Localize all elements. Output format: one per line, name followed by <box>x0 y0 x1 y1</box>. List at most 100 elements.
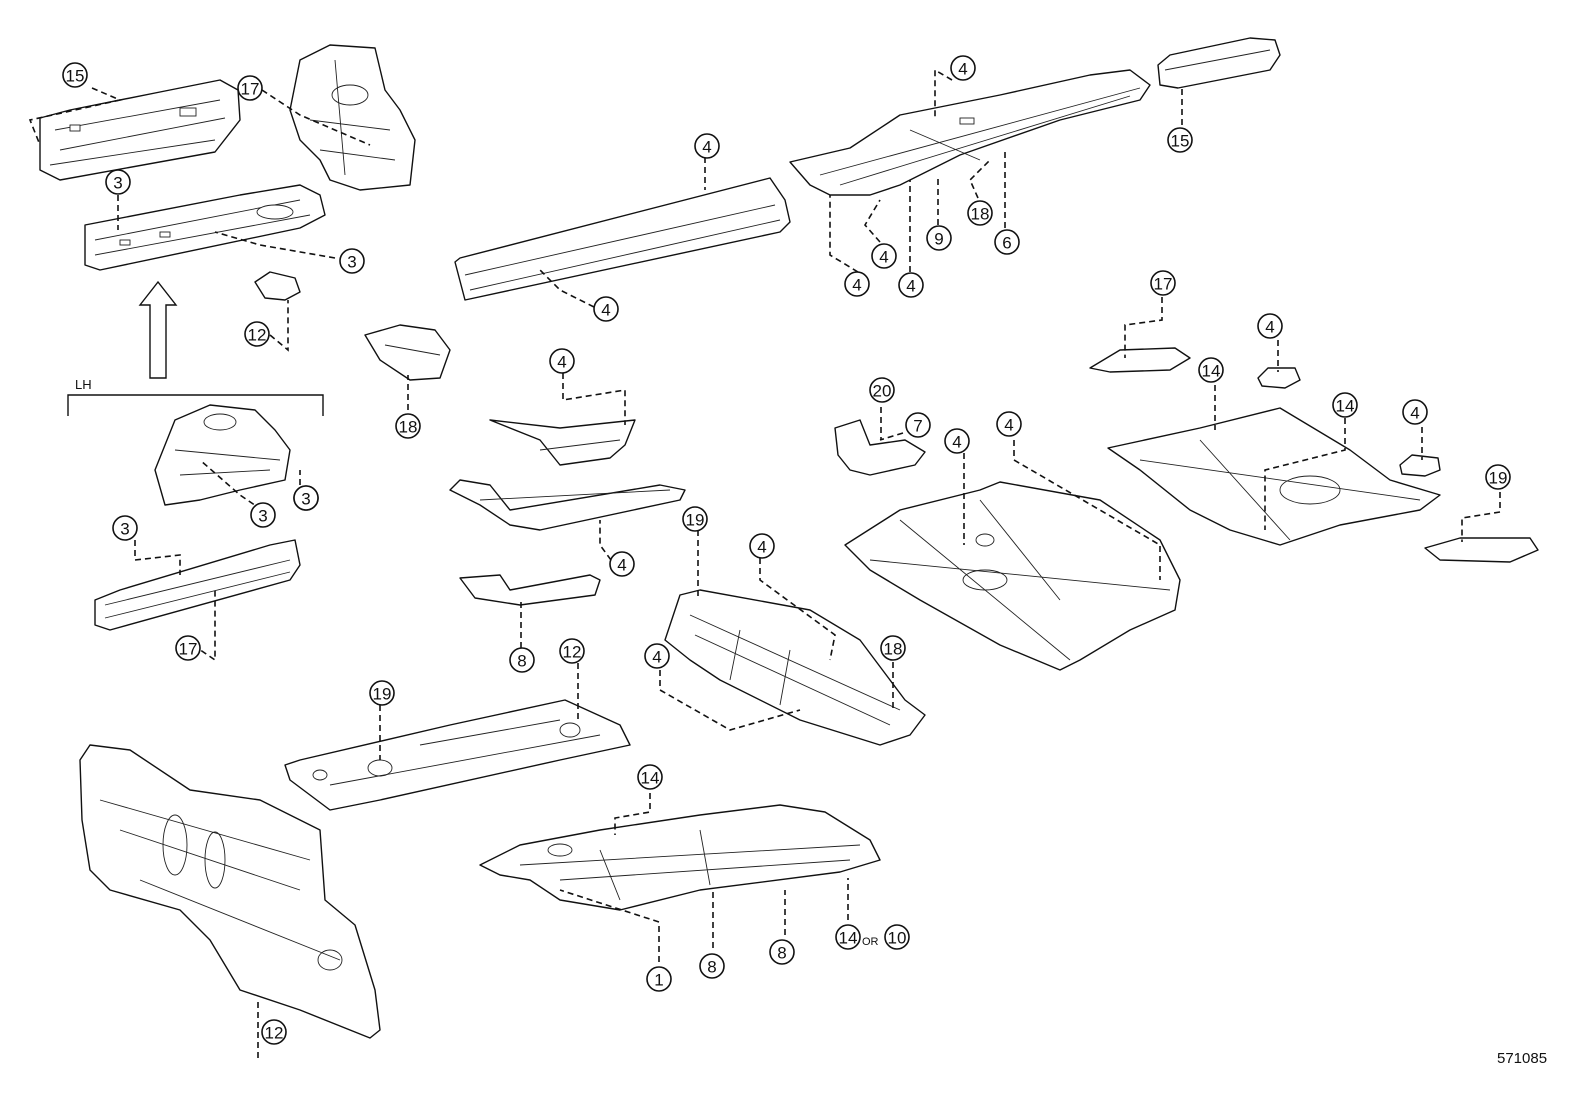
callout-4: 4 <box>609 551 635 577</box>
callout-14: 14 <box>1332 392 1358 418</box>
callout-number: 1 <box>654 971 663 990</box>
callout-3: 3 <box>112 515 138 541</box>
callout-number: 4 <box>906 277 915 296</box>
callout-9: 9 <box>926 225 952 251</box>
callout-number: 3 <box>120 520 129 539</box>
callout-circle <box>509 647 535 673</box>
callout-number: 17 <box>1154 275 1173 294</box>
callout-circle <box>769 939 795 965</box>
callout-circle <box>869 377 895 403</box>
callout-number: 4 <box>757 538 766 557</box>
callout-4: 4 <box>844 271 870 297</box>
part-front-floor-pan <box>284 699 631 811</box>
callout-number: 18 <box>399 418 418 437</box>
callout-circle <box>549 348 575 374</box>
part-small-bracket-12 <box>254 271 301 301</box>
callout-circle <box>105 169 131 195</box>
callout-14: 14 <box>637 764 663 790</box>
lh-group-bracket: LH <box>67 377 324 416</box>
callout-4: 4 <box>996 411 1022 437</box>
callout-number: 4 <box>1004 416 1013 435</box>
callout-number: 3 <box>347 253 356 272</box>
part-rear-floor-panel <box>1107 407 1441 546</box>
callout-circle <box>905 412 931 438</box>
part-rear-member-extension <box>1157 37 1281 89</box>
callout-circle <box>694 133 720 159</box>
callout-8: 8 <box>699 953 725 979</box>
callout-layer: 1517331233173344184481219194418444491861… <box>62 55 1511 1045</box>
callout-circle <box>749 533 775 559</box>
callout-number: 10 <box>888 929 907 948</box>
callout-4: 4 <box>644 643 670 669</box>
callout-circle <box>644 643 670 669</box>
callout-circle <box>62 62 88 88</box>
part-dash-panel <box>79 744 381 1039</box>
part-plate-14-b <box>1257 367 1301 389</box>
part-wheel-apron-upper <box>289 44 416 191</box>
callout-4: 4 <box>593 296 619 322</box>
callout-18: 18 <box>967 200 993 226</box>
callout-8: 8 <box>769 939 795 965</box>
callout-circle <box>835 924 861 950</box>
callout-number: 4 <box>601 301 610 320</box>
callout-circle <box>1257 313 1283 339</box>
callout-circle <box>967 200 993 226</box>
callout-number: 4 <box>1265 318 1274 337</box>
callout-number: 14 <box>1202 362 1221 381</box>
part-plate-14-d <box>1424 537 1539 563</box>
callout-circle <box>994 229 1020 255</box>
callout-number: 15 <box>1171 132 1190 151</box>
callout-circle <box>609 551 635 577</box>
callout-circle <box>261 1019 287 1045</box>
callout-number: 8 <box>517 652 526 671</box>
callout-number: 8 <box>707 958 716 977</box>
callout-number: 20 <box>873 382 892 401</box>
callout-circle <box>682 506 708 532</box>
callout-4: 4 <box>898 272 924 298</box>
callout-number: 14 <box>641 769 660 788</box>
callout-1: 1 <box>646 966 672 992</box>
callout-4: 4 <box>871 243 897 269</box>
callout-circle <box>880 635 906 661</box>
callout-19: 19 <box>1485 464 1511 490</box>
callout-circle <box>369 680 395 706</box>
callout-10: 10 <box>884 924 910 950</box>
callout-number: 15 <box>66 67 85 86</box>
callout-17: 17 <box>175 635 201 661</box>
callout-6: 6 <box>994 229 1020 255</box>
callout-12: 12 <box>261 1019 287 1045</box>
callout-circle <box>637 764 663 790</box>
callout-number: 12 <box>248 326 267 345</box>
or-label: OR <box>862 936 879 948</box>
part-sill-reinforcement <box>449 479 686 531</box>
callout-15: 15 <box>1167 127 1193 153</box>
callout-20: 20 <box>869 377 895 403</box>
callout-number: 12 <box>265 1024 284 1043</box>
part-floor-bracket <box>834 419 926 476</box>
callout-8: 8 <box>509 647 535 673</box>
leader-lines <box>28 68 1501 1058</box>
callout-number: 14 <box>839 929 858 948</box>
callout-circle <box>237 75 263 101</box>
part-center-floor-member <box>664 589 926 746</box>
callout-circle <box>112 515 138 541</box>
callout-number: 4 <box>617 556 626 575</box>
callout-circle <box>1198 357 1224 383</box>
callout-4: 4 <box>1257 313 1283 339</box>
callout-circle <box>250 502 276 528</box>
part-upper-rail-left <box>39 79 241 181</box>
callout-number: 19 <box>1489 469 1508 488</box>
callout-number: 17 <box>179 640 198 659</box>
callout-number: 4 <box>652 648 661 667</box>
callout-14: 14 <box>835 924 861 950</box>
part-brace-12 <box>459 574 601 606</box>
callout-number: 18 <box>971 205 990 224</box>
callout-circle <box>244 321 270 347</box>
callout-circle <box>1167 127 1193 153</box>
callout-4: 4 <box>749 533 775 559</box>
figure-code: 571085 <box>1497 1050 1547 1067</box>
callout-circle <box>395 413 421 439</box>
part-rear-floor-side-member <box>789 69 1151 196</box>
callout-4: 4 <box>549 348 575 374</box>
